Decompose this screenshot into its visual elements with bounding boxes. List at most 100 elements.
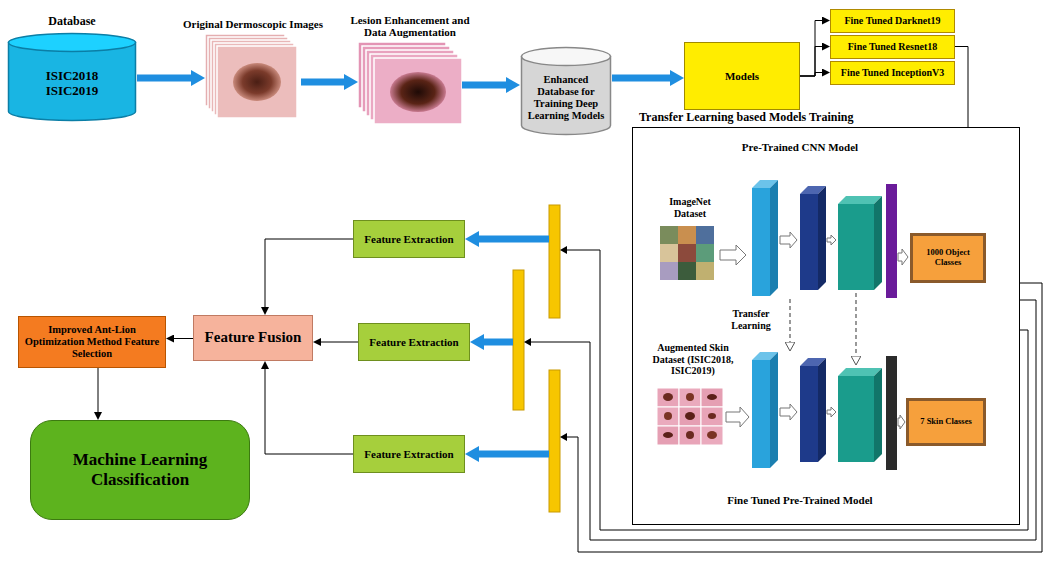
wire (567, 283, 1042, 552)
process-box: Feature Extraction (353, 435, 465, 473)
process-box: Feature Fusion (193, 315, 313, 361)
node-heading: Database (7, 15, 137, 29)
node-text: 7 Skin Classes (920, 417, 972, 427)
cnn-layer (752, 188, 770, 296)
cylinder-body (522, 57, 611, 135)
cnn-layer (800, 366, 818, 462)
node-text: Machine Learning Classification (36, 450, 244, 489)
cnn-layer (838, 376, 874, 462)
thumbnail (701, 388, 723, 407)
node-heading: Lesion Enhancement and Data Augmentation (348, 14, 473, 39)
block-arrow (898, 415, 905, 429)
cnn-layer (818, 186, 826, 290)
connector (137, 75, 191, 82)
feature-vector (513, 270, 524, 410)
thumbnail (678, 244, 696, 262)
lesion (664, 412, 672, 420)
block-arrow (479, 236, 549, 243)
skin-thumbnails (657, 388, 723, 445)
node-text: Feature Extraction (369, 336, 458, 349)
connector (265, 369, 353, 454)
transfer-arrow (789, 299, 790, 342)
process-box: Improved Ant-Lion Optimization Method Fe… (18, 316, 166, 368)
lesion (686, 393, 694, 401)
block-arrow (780, 232, 797, 248)
connector (800, 73, 822, 77)
node-text: Improved Ant-Lion Optimization Method Fe… (24, 324, 160, 360)
finetuned-cnn (726, 352, 905, 470)
node-text: Enhanced Database for Training Deep Lear… (524, 74, 608, 122)
connector (265, 239, 353, 307)
output-box: 7 Skin Classes (906, 398, 986, 446)
training-panel: Transfer Learning based Models Training1… (632, 127, 1020, 525)
lesion (686, 431, 694, 439)
node-text: Feature Extraction (364, 233, 453, 246)
transfer-arrow (855, 293, 856, 356)
image-sheet (217, 46, 297, 118)
block-arrow (827, 235, 836, 245)
thumbnail (678, 226, 696, 244)
enhanced-image-stack (358, 42, 462, 124)
node-heading: Transfer Learning based Models Training (639, 111, 853, 125)
lesion (707, 431, 717, 439)
figure-label: ImageNet Dataset (655, 196, 725, 219)
block-arrow (898, 249, 908, 265)
dermoscopic-image-stack (205, 34, 297, 118)
node-text: 1000 Object Classes (918, 248, 978, 268)
node-text: Fine Tuned Resnet18 (848, 41, 937, 53)
cnn-layer (770, 352, 778, 468)
block-arrow (780, 404, 797, 420)
cnn-layer (874, 368, 882, 462)
feature-vector (549, 370, 560, 512)
cnn-layer (874, 196, 882, 290)
block-arrow (720, 245, 746, 265)
model-box: Fine Tuned Darknet19 (830, 9, 955, 33)
connector (612, 75, 670, 82)
process-box: Feature Extraction (353, 220, 465, 258)
lesion (663, 393, 673, 401)
cnn-layer (838, 204, 874, 290)
wire (531, 300, 1036, 540)
thumbnail (657, 407, 679, 426)
image-set: Original Dermoscopic Images (205, 34, 301, 122)
connector (321, 342, 358, 343)
thumbnail (679, 426, 701, 445)
thumbnail (657, 426, 679, 445)
connector (800, 21, 822, 77)
feature-vectors (513, 205, 560, 512)
lesion (685, 412, 695, 420)
thumbnail (660, 262, 678, 280)
node-text: Fine Tuned InceptionV3 (841, 67, 944, 79)
model-box: Fine Tuned InceptionV3 (830, 61, 955, 85)
thumbnail (679, 388, 701, 407)
image-set: Lesion Enhancement and Data Augmentation (358, 42, 462, 124)
node-text: Models (725, 70, 759, 83)
extraction-arrows (479, 239, 549, 454)
feature-vector (549, 205, 560, 318)
lesion (707, 394, 717, 400)
thumbnail (701, 426, 723, 445)
imagenet-thumbnails (660, 226, 714, 280)
lesion (233, 63, 281, 101)
connector (462, 82, 506, 89)
output-layer (886, 356, 897, 470)
thumbnail (657, 388, 679, 407)
model-box: Fine Tuned Resnet18 (830, 35, 955, 59)
database-cylinder: Enhanced Database for Training Deep Lear… (520, 46, 612, 136)
node-text: Fine Tuned Darknet19 (844, 15, 940, 27)
terminal-box: Machine Learning Classification (30, 420, 250, 520)
thumbnail (678, 262, 696, 280)
process-box: Models (684, 42, 800, 110)
cylinder-body (9, 43, 136, 121)
output-box: 1000 Object Classes (910, 233, 986, 283)
figure-label: Transfer Learning (718, 308, 784, 331)
block-arrow (479, 451, 549, 458)
node-text: Feature Extraction (364, 448, 453, 461)
thumbnail (660, 244, 678, 262)
connector (301, 79, 344, 86)
block-arrow (484, 339, 513, 346)
cylinder-top (9, 34, 136, 52)
cnn-layer (818, 358, 826, 462)
thumbnail (660, 226, 678, 244)
